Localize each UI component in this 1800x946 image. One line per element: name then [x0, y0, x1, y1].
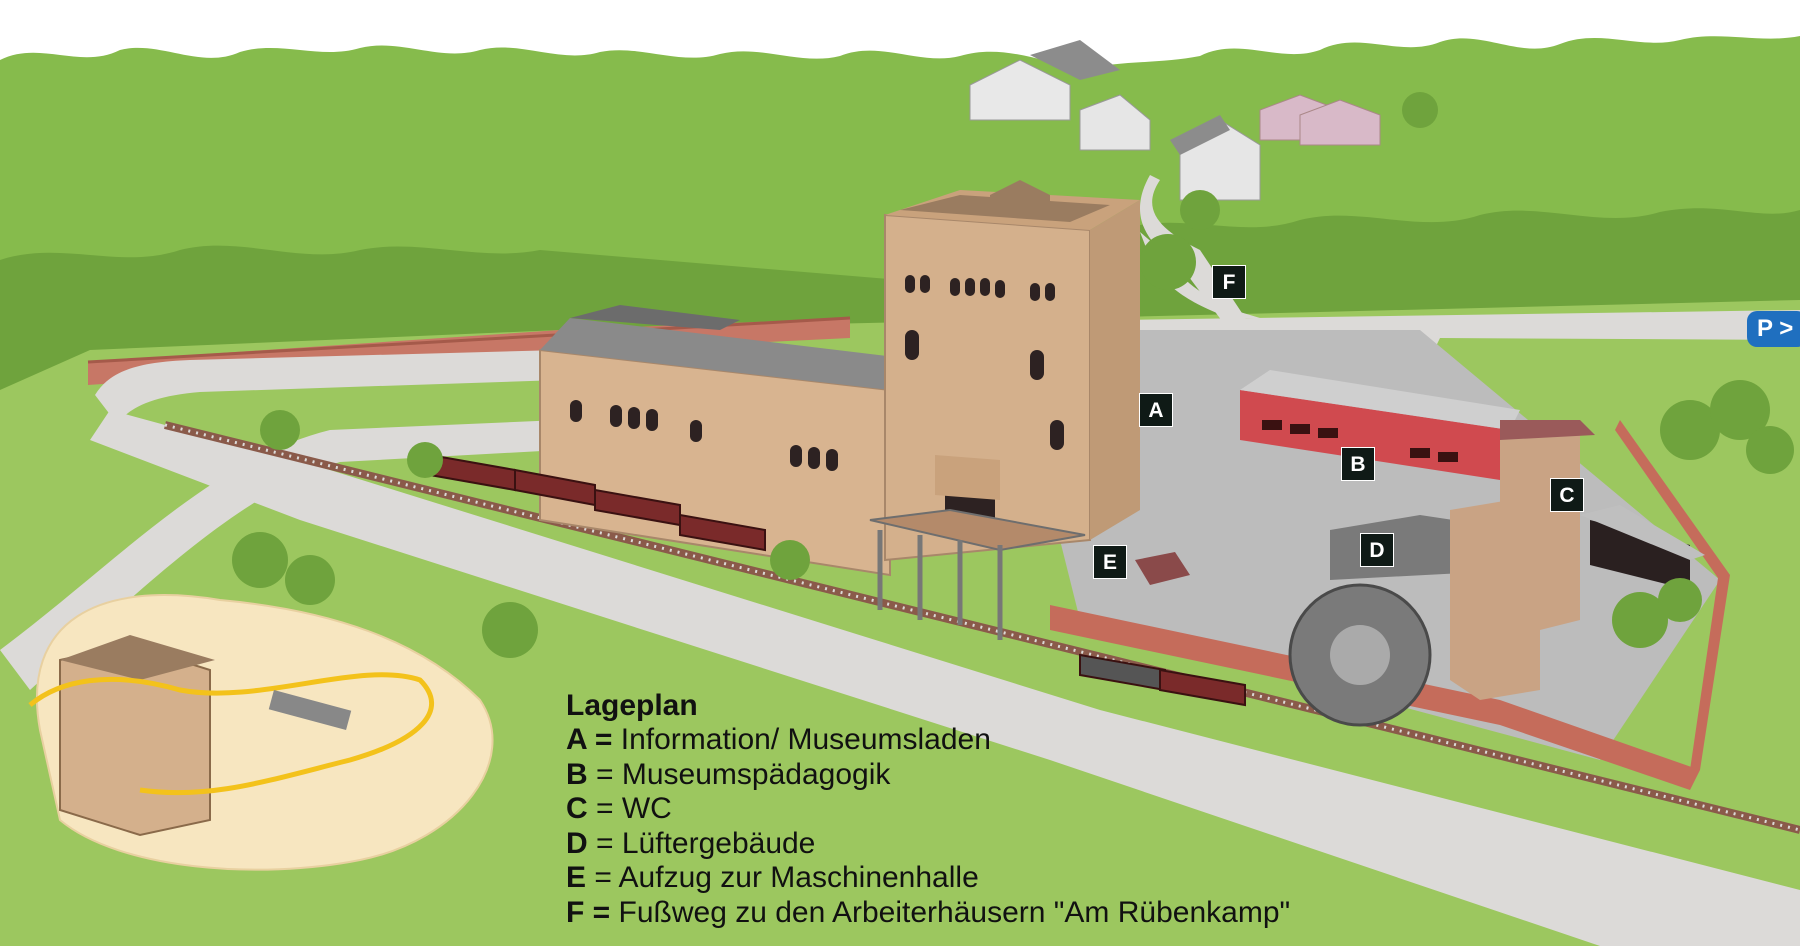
museum-pedagogy-building: [1240, 370, 1520, 480]
trees: [232, 190, 1794, 658]
legend-key-a: A =: [566, 723, 613, 756]
railway-track: [164, 421, 1800, 834]
legend-text-e: = Aufzug zur Maschinenhalle: [586, 861, 979, 894]
legend-title: Lageplan: [566, 689, 698, 722]
legend-item-c: C = WC: [566, 792, 1466, 827]
playground: [28, 594, 494, 871]
marker-d-fan-building[interactable]: D: [1360, 533, 1394, 567]
machine-hall: [539, 305, 920, 577]
legend-key-e: E: [566, 861, 587, 894]
parking-link[interactable]: P >: [1747, 311, 1800, 347]
legend-item-b: B = Museumspädagogik: [566, 758, 1466, 793]
freight-wagons: [429, 453, 1246, 707]
legend-text-f: Fußweg zu den Arbeiterhäusern "Am Rübenk…: [610, 895, 1291, 929]
legend-key-d: D: [566, 826, 588, 860]
marker-e-elevator[interactable]: E: [1093, 545, 1127, 579]
legend-item-e: E = Aufzug zur Maschinenhalle: [566, 861, 1466, 896]
elevator-structure: [1135, 552, 1190, 585]
wc-building: [1580, 505, 1705, 590]
marker-a-information[interactable]: A: [1139, 393, 1173, 427]
legend-key-f: F =: [566, 895, 611, 929]
legend-item-d: D = Lüftergebäude: [566, 827, 1466, 862]
main-tower: [884, 180, 1140, 562]
legend-text-d: = Lüftergebäude: [587, 826, 816, 860]
legend-text-c: = WC: [587, 792, 672, 825]
legend-item-a: A = Information/ Museumsladen: [566, 723, 1466, 758]
marker-c-wc[interactable]: C: [1550, 478, 1584, 512]
legend: Lageplan A = Information/ Museumsladen B…: [566, 689, 1466, 930]
legend-key-c: C: [566, 792, 588, 825]
loading-bridge: [869, 508, 1086, 640]
legend-key-b: B: [566, 757, 588, 791]
marker-f-footpath[interactable]: F: [1212, 265, 1246, 299]
legend-item-f: F = Fußweg zu den Arbeiterhäusern "Am Rü…: [566, 896, 1466, 931]
legend-text-a: Information/ Museumsladen: [612, 723, 991, 756]
marker-b-museum-pedagogy[interactable]: B: [1341, 447, 1375, 481]
legend-text-b: = Museumspädagogik: [587, 757, 891, 791]
workers-houses: [969, 40, 1438, 201]
